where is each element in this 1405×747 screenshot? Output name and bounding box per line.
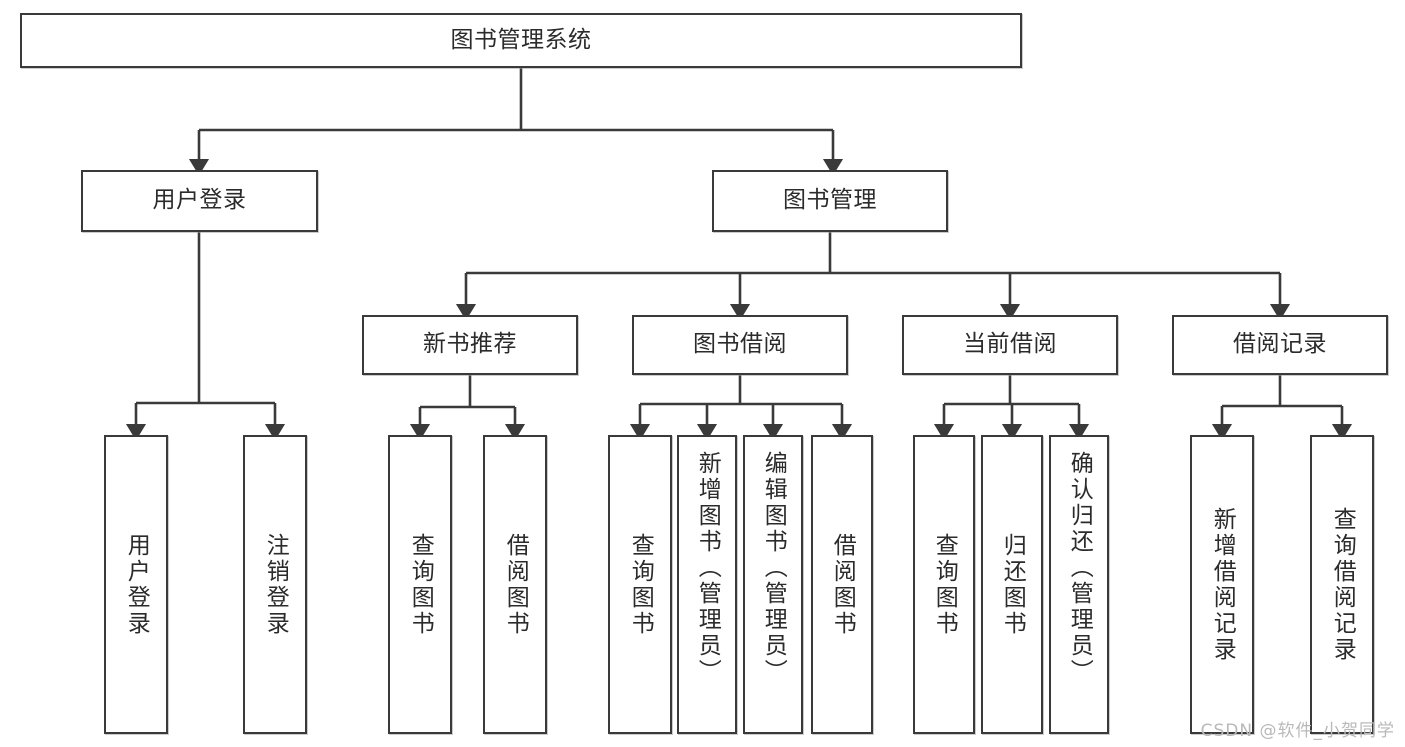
leaf-add-book-admin[interactable]: 新增图书（管理员）	[677, 435, 737, 734]
leaf-return-book-label: 归还图书	[999, 532, 1026, 637]
node-book-management-label: 图书管理	[783, 187, 877, 214]
leaf-query-book-borrow[interactable]: 查询图书	[608, 435, 672, 734]
node-current-borrow-label: 当前借阅	[963, 331, 1057, 358]
leaf-user-login[interactable]: 用户登录	[104, 435, 168, 734]
watermark: CSDN @软件_小贺同学	[1200, 721, 1395, 741]
leaf-edit-book-admin-label: 编辑图书（管理员）	[760, 451, 787, 685]
leaf-query-borrow-record-label: 查询借阅记录	[1329, 506, 1356, 663]
node-borrow-record-label: 借阅记录	[1233, 331, 1327, 358]
leaf-logout-label: 注销登录	[262, 532, 289, 637]
leaf-borrow-book[interactable]: 借阅图书	[811, 435, 873, 734]
node-user-login[interactable]: 用户登录	[81, 170, 318, 232]
node-current-borrow[interactable]: 当前借阅	[902, 315, 1118, 375]
node-root-label: 图书管理系统	[450, 26, 592, 53]
leaf-return-book[interactable]: 归还图书	[981, 435, 1043, 734]
leaf-query-book-current[interactable]: 查询图书	[913, 435, 975, 734]
leaf-query-borrow-record[interactable]: 查询借阅记录	[1310, 435, 1374, 734]
leaf-borrow-book-label: 借阅图书	[829, 532, 856, 637]
node-book-borrow-label: 图书借阅	[693, 331, 787, 358]
leaf-query-book-recommend[interactable]: 查询图书	[388, 435, 452, 734]
leaf-borrow-book-recommend[interactable]: 借阅图书	[483, 435, 547, 734]
leaf-confirm-return-admin[interactable]: 确认归还（管理员）	[1049, 435, 1109, 734]
leaf-query-book-current-label: 查询图书	[931, 532, 958, 637]
leaf-borrow-book-recommend-label: 借阅图书	[502, 532, 529, 637]
node-root[interactable]: 图书管理系统	[20, 13, 1022, 68]
node-book-management[interactable]: 图书管理	[712, 170, 948, 232]
leaf-confirm-return-admin-label: 确认归还（管理员）	[1066, 451, 1093, 685]
leaf-user-login-label: 用户登录	[123, 532, 150, 637]
node-user-login-label: 用户登录	[152, 187, 247, 214]
node-new-book-recommend[interactable]: 新书推荐	[362, 315, 578, 375]
leaf-add-borrow-record[interactable]: 新增借阅记录	[1190, 435, 1254, 734]
leaf-edit-book-admin[interactable]: 编辑图书（管理员）	[743, 435, 803, 734]
leaf-logout[interactable]: 注销登录	[243, 435, 307, 734]
node-borrow-record[interactable]: 借阅记录	[1172, 315, 1388, 375]
node-book-borrow[interactable]: 图书借阅	[632, 315, 848, 375]
leaf-add-borrow-record-label: 新增借阅记录	[1209, 506, 1236, 663]
leaf-add-book-admin-label: 新增图书（管理员）	[694, 451, 721, 685]
leaf-query-book-recommend-label: 查询图书	[407, 532, 434, 637]
node-new-book-recommend-label: 新书推荐	[423, 331, 517, 358]
leaf-query-book-borrow-label: 查询图书	[627, 532, 654, 637]
